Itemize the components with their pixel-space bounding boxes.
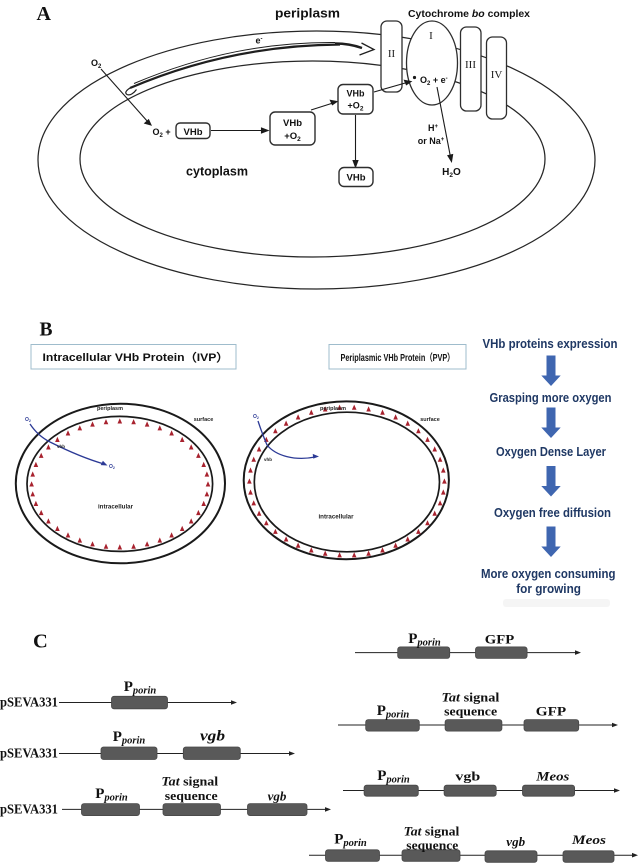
svg-text:GFP: GFP	[536, 704, 566, 719]
svg-text:VHb: VHb	[184, 127, 203, 138]
svg-text:Periplasmic VHb Protein（PVP）: Periplasmic VHb Protein（PVP）	[341, 351, 455, 364]
svg-text:GFP: GFP	[485, 631, 514, 646]
svg-text:VHb: VHb	[347, 173, 366, 184]
svg-text:C: C	[33, 630, 48, 652]
svg-text:Meos: Meos	[535, 769, 569, 784]
svg-text:H2O: H2O	[442, 167, 461, 179]
svg-text:O2 + e-: O2 + e-	[420, 75, 448, 87]
svg-text:Pporin: Pporin	[377, 703, 410, 721]
svg-text:O2: O2	[91, 58, 102, 70]
svg-text:More oxygen consuming: More oxygen consuming	[481, 567, 616, 581]
svg-text:Pporin: Pporin	[408, 631, 441, 649]
svg-text:III: III	[465, 59, 476, 71]
svg-text:for growing: for growing	[516, 582, 581, 596]
svg-text:H+: H+	[428, 123, 439, 133]
svg-text:Pporin: Pporin	[95, 786, 128, 804]
svg-text:VHb: VHb	[347, 89, 366, 99]
svg-text:O2: O2	[253, 414, 259, 420]
svg-text:vgb: vgb	[200, 729, 226, 745]
svg-text:pSEVA331: pSEVA331	[0, 695, 58, 710]
svg-text:I: I	[429, 30, 433, 42]
svg-text:Oxygen Dense Layer: Oxygen Dense Layer	[496, 445, 606, 459]
svg-text:O2 +: O2 +	[153, 127, 171, 139]
svg-text:e-: e-	[255, 36, 262, 46]
svg-text:periplasm: periplasm	[97, 406, 123, 412]
svg-text:O2: O2	[25, 417, 31, 423]
svg-text:surface: surface	[194, 417, 214, 423]
svg-text:A: A	[37, 3, 52, 25]
svg-text:intracellular: intracellular	[98, 504, 134, 511]
svg-text:vgb: vgb	[455, 769, 480, 784]
svg-text:Tat signal: Tat signal	[404, 823, 460, 838]
svg-text:B: B	[40, 319, 53, 340]
svg-text:surface: surface	[420, 417, 440, 423]
svg-text:intracellular: intracellular	[318, 514, 354, 521]
svg-text:sequence: sequence	[406, 837, 458, 852]
svg-text:vhb: vhb	[57, 444, 65, 449]
svg-text:sequence: sequence	[165, 788, 218, 803]
svg-text:sequence: sequence	[444, 704, 497, 719]
svg-text:Oxygen free diffusion: Oxygen free diffusion	[494, 506, 611, 520]
svg-text:pSEVA331: pSEVA331	[0, 746, 58, 761]
svg-text:vgb: vgb	[268, 788, 287, 803]
svg-text:+O2: +O2	[348, 101, 364, 113]
svg-text:or Na+: or Na+	[418, 136, 445, 146]
svg-text:Cytochrome bo complex: Cytochrome bo complex	[408, 8, 530, 20]
svg-text:+O2: +O2	[284, 131, 301, 143]
svg-text:O2: O2	[109, 464, 115, 470]
svg-text:cytoplasm: cytoplasm	[186, 165, 248, 179]
svg-text:Meos: Meos	[571, 832, 606, 847]
svg-text:Grasping more oxygen: Grasping more oxygen	[490, 391, 612, 405]
svg-text:pSEVA331: pSEVA331	[0, 802, 58, 817]
svg-text:periplasm: periplasm	[275, 6, 340, 21]
svg-text:VHb: VHb	[283, 118, 302, 129]
svg-text:Tat signal: Tat signal	[442, 690, 500, 705]
svg-text:Pporin: Pporin	[377, 768, 410, 786]
svg-text:Tat signal: Tat signal	[161, 774, 218, 789]
svg-text:Intracellular VHb Protein（IVP）: Intracellular VHb Protein（IVP）	[43, 351, 229, 364]
svg-text:vhb: vhb	[264, 457, 272, 462]
svg-text:VHb proteins expression: VHb proteins expression	[483, 337, 618, 351]
svg-text:periplasm: periplasm	[320, 406, 346, 412]
svg-text:Pporin: Pporin	[113, 729, 146, 747]
svg-text:vgb: vgb	[506, 834, 525, 849]
svg-text:Pporin: Pporin	[334, 832, 367, 850]
svg-text:II: II	[388, 48, 396, 60]
svg-text:IV: IV	[491, 69, 503, 81]
svg-text:Pporin: Pporin	[124, 679, 157, 697]
